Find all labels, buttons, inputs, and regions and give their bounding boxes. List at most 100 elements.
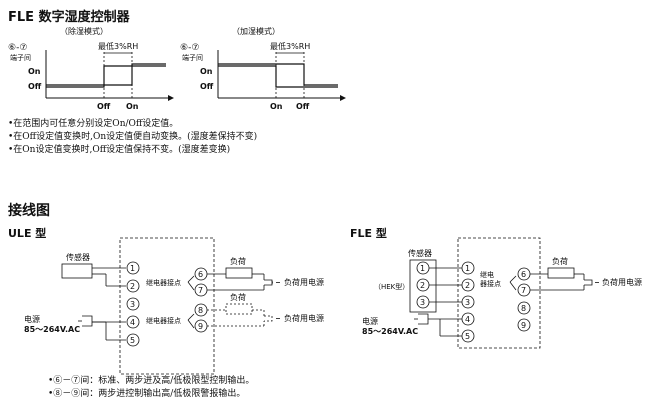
hysteresis-note: 最低3%RH: [98, 41, 138, 51]
wiring-diagrams: 传感器 1 2 3 4 5 继电器接点 继电器接点 6: [24, 237, 642, 375]
fle-right-terminals: 6 7 8 9: [517, 267, 531, 332]
terminal-7-label: 7: [198, 286, 203, 295]
terminal-3-label: 3: [465, 298, 470, 307]
note-3: •在On设定值变换时,Off设定值保持不变。(湿度差变换): [8, 145, 231, 155]
timing-chart-humidify: （加湿模式） ⑥-⑦ 端子间 On Off 最低3%RH On Off: [180, 26, 346, 111]
ule-left-terminals: 1 2 3 4 5: [126, 261, 140, 347]
fle-power-label: 电源: [362, 316, 378, 326]
ule-relay-label-2: 继电器接点: [146, 316, 181, 325]
terminal-5: [126, 333, 140, 347]
terminal-9: [517, 318, 531, 332]
terminal-1-label: 1: [465, 264, 470, 273]
off-label: Off: [28, 82, 42, 91]
ule-sensor-label: 传感器: [66, 252, 90, 262]
terminal-1: [126, 261, 140, 275]
fle-relay-label-1: 继电: [480, 270, 494, 279]
terminal-2: [461, 278, 475, 292]
terminal-8: [517, 301, 531, 315]
terminal-4: [126, 315, 140, 329]
x-on-label: On: [270, 102, 283, 111]
signal-rising: [218, 63, 338, 86]
terminal-2-label: 2: [465, 281, 470, 290]
fle-load-box: [547, 267, 575, 279]
fle-load-label: 负荷: [552, 256, 568, 266]
wiring-section-title: 接线图: [8, 203, 50, 219]
fle-sensor-terminals: 1 2 3: [416, 261, 430, 309]
on-label: On: [200, 67, 213, 76]
ule-load-power-2: 负荷用电源: [284, 313, 324, 323]
fle-load-power: 负荷用电源: [602, 277, 642, 287]
terminal-1: [461, 261, 475, 275]
ule-power-label: 电源: [24, 314, 40, 324]
fle-plug: [584, 279, 593, 286]
ule-voltage-label: 85～264V.AC: [24, 325, 80, 334]
terminal-6-label: 6: [521, 270, 526, 279]
terminal-5-label: 5: [130, 336, 135, 345]
hysteresis-note: 最低3%RH: [270, 41, 310, 51]
signal-falling: [46, 65, 166, 88]
terminals-caption: 端子间: [182, 53, 203, 62]
timing-chart-dehumidify: （除湿模式） ⑥-⑦ 端子间 On Off 最低3%RH Off On: [8, 26, 174, 111]
ule-controller-box: [119, 237, 215, 375]
fle-relay-label-2: 器接点: [480, 279, 501, 288]
fle-relay-contact: [509, 275, 517, 283]
ule-load-label-2: 负荷: [230, 292, 246, 302]
fle-sensor-label: 传感器: [408, 248, 432, 258]
x-on-label: On: [126, 102, 139, 111]
terminal-4-label: 4: [130, 318, 135, 327]
terminal-3: [126, 297, 140, 311]
terminal-9-label: 9: [198, 322, 203, 331]
mode-label: （加湿模式）: [232, 26, 280, 36]
terminal-6-label: 6: [198, 270, 203, 279]
terminals-label: ⑥-⑦: [8, 43, 27, 53]
terminal-8-label: 8: [198, 306, 203, 315]
ule-load-power-1: 负荷用电源: [284, 277, 324, 287]
ule-relay-contact-2: [187, 319, 195, 329]
page-title: FLE 数字湿度控制器: [8, 10, 130, 25]
footnote-2: •⑧－⑨间：两步进控制输出高/低极限警报输出。: [48, 389, 246, 399]
ule-plug-2: [264, 315, 273, 322]
fle-left-terminals: 1 2 3 4 5: [461, 261, 475, 343]
fle-hek-label: （HEK型）: [374, 282, 409, 291]
terminal-1-label: 1: [130, 264, 135, 273]
terminals-label: ⑥-⑦: [180, 43, 199, 53]
ule-relay-contact-1: [187, 275, 195, 283]
off-label: Off: [200, 82, 214, 91]
ule-power-plug: [82, 315, 93, 327]
timing-charts: （除湿模式） ⑥-⑦ 端子间 On Off 最低3%RH Off On （加湿模…: [8, 26, 346, 111]
ule-load-box-1: [225, 267, 253, 279]
mode-label: （除湿模式）: [60, 26, 108, 36]
ule-relay-contact-2: [187, 313, 195, 321]
sensor-terminal-1-label: 1: [420, 264, 425, 273]
fle-voltage-label: 85～264V.AC: [362, 327, 418, 336]
terminal-2-label: 2: [130, 282, 135, 291]
terminal-7-label: 7: [521, 286, 526, 295]
note-1: •在范围内可任意分别设定On/Off设定值。: [8, 119, 179, 129]
on-label: On: [28, 67, 41, 76]
x-off-label: Off: [97, 102, 111, 111]
fle-controller-box: [457, 237, 541, 349]
ule-load-box-2: [225, 303, 253, 315]
sensor-terminal-2-label: 2: [420, 281, 425, 290]
x-axis-arrow: [168, 95, 174, 101]
terminals-caption: 端子间: [10, 53, 31, 62]
x-off-label: Off: [296, 102, 310, 111]
terminal-9-label: 9: [521, 321, 526, 330]
signal-rising: [46, 63, 166, 86]
ule-relay-contact-1: [187, 281, 195, 291]
fle-title: FLE 型: [350, 227, 387, 240]
terminal-8-label: 8: [521, 304, 526, 313]
x-axis-arrow: [340, 95, 346, 101]
fle-power-plug: [418, 313, 429, 325]
fle-relay-contact: [509, 281, 517, 291]
ule-sensor-box: [61, 263, 93, 279]
note-2: •在Off设定值变换时,On设定值便自动变换。(湿度差保持不变): [8, 132, 258, 142]
ule-plug-1: [264, 279, 273, 286]
ule-load-label-1: 负荷: [230, 256, 246, 266]
sensor-terminal-3-label: 3: [420, 298, 425, 307]
ule-title: ULE 型: [8, 227, 47, 240]
fle-wiring-diagram: 传感器 （HEK型） 1 2 3 1 2 3 4 5 继电 器接点: [362, 237, 642, 349]
ule-wiring-diagram: 传感器 1 2 3 4 5 继电器接点 继电器接点 6: [24, 237, 324, 375]
terminal-2: [126, 279, 140, 293]
signal-falling: [218, 65, 338, 88]
